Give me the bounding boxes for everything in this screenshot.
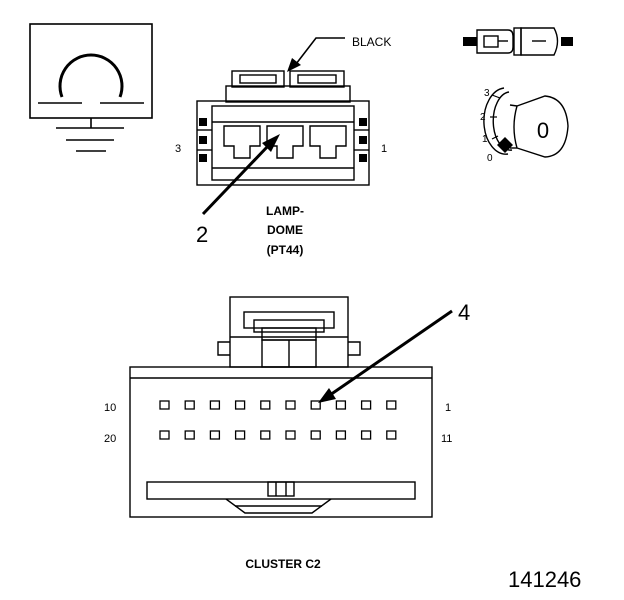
cluster-pin-cavity [360,400,372,410]
key-symbol: 0 [537,118,549,143]
dome-pin-1-label: 1 [381,143,387,155]
cluster-pin-cavity [234,400,246,410]
key-position-2: 2 [480,112,486,123]
figure-number: 141246 [508,567,581,592]
callout-2-arrow [201,134,280,216]
cluster-connector [129,296,433,518]
key-position-icon [483,87,569,158]
cluster-pin-cavity [184,400,195,410]
cluster-pin-cavity [386,430,397,440]
cluster-pin-cavity [335,400,347,410]
cluster-pin-cavity [310,430,321,440]
cluster-pin-1-label: 1 [445,402,451,414]
cluster-pin-cavity [360,430,372,440]
cluster-pin-cavity [260,400,271,410]
cluster-pin-cavity [386,400,397,410]
cluster-name: CLUSTER C2 [245,557,321,571]
key-position-0: 0 [487,153,493,164]
cluster-pin-cavity [285,430,296,440]
callout-2-number: 2 [196,222,208,247]
black-leader [287,37,345,72]
cluster-pin-cavity [310,400,321,410]
cluster-pin-11-label: 11 [441,433,452,445]
cluster-pin-10-label: 10 [104,402,116,414]
cluster-pin-cavity [209,400,221,410]
dome-name-line3: (PT44) [267,243,304,257]
dome-name-line1: LAMP- [266,204,304,218]
cluster-pin-cavity [285,400,296,410]
dome-connector-side-fill [199,118,367,162]
callout-4-arrow [318,309,453,403]
dome-name-line2: DOME [267,223,303,237]
dome-pin-3-label: 3 [175,143,181,155]
cluster-pin-20-label: 20 [104,433,116,445]
cluster-pin-cavity [234,430,246,440]
callout-4-number: 4 [458,300,470,325]
key-position-1: 1 [482,134,488,145]
cluster-pin-cavity [209,430,221,440]
cluster-pin-cavity [260,430,271,440]
black-label: BLACK [352,35,391,49]
key-position-3: 3 [484,88,490,99]
cluster-pin-cavity [159,400,170,410]
cluster-pin-cavity [184,430,195,440]
cluster-pin-cavities [159,400,397,440]
cluster-pin-cavity [335,430,347,440]
connector-side-view-icon [463,27,573,56]
cluster-pin-cavity [159,430,170,440]
ground-symbol-icon [29,23,153,152]
dome-connector [196,70,370,186]
